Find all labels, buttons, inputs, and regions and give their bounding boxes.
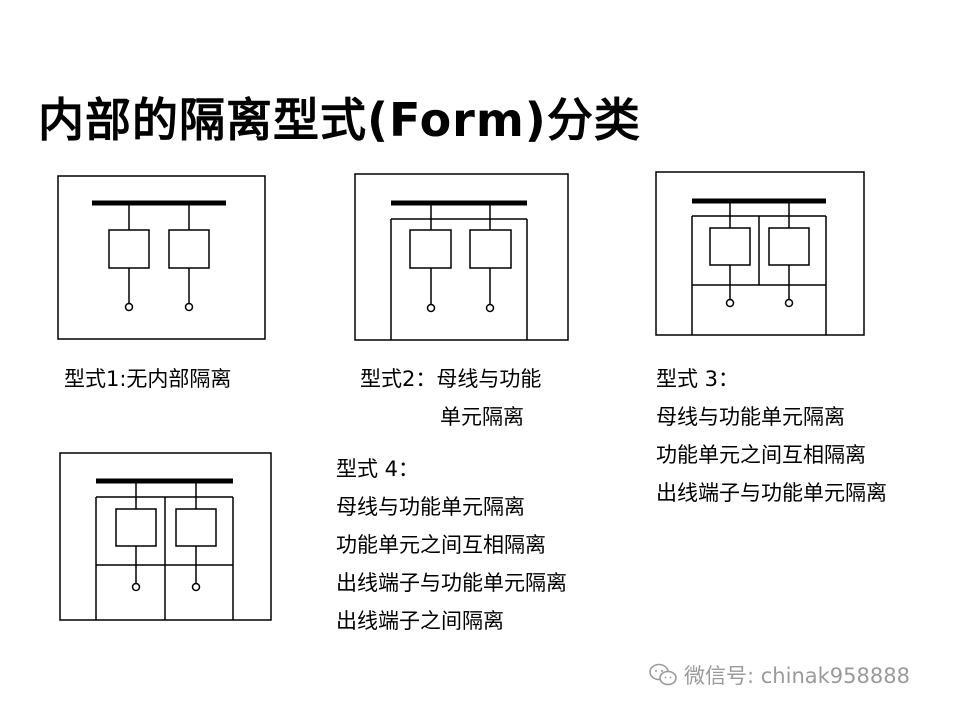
form4-line-4: 出线端子与功能单元隔离	[336, 571, 567, 595]
form4-line-5: 出线端子之间隔离	[336, 609, 504, 633]
form3-line-1: 型式 3：	[656, 367, 740, 391]
form3-diagram	[655, 171, 865, 336]
form4-line-2: 母线与功能单元隔离	[336, 495, 525, 519]
form4-diagram	[59, 452, 272, 621]
form1-line-1: 型式1:无内部隔离	[64, 367, 232, 391]
form3-line-4: 出线端子与功能单元隔离	[656, 481, 887, 505]
form1-label: 型式1:无内部隔离	[64, 360, 231, 398]
form1-diagram	[57, 175, 266, 340]
watermark: 微信号: chinak958888	[648, 660, 910, 690]
form2-line-2: 单元隔离	[440, 405, 524, 429]
watermark-text: 微信号: chinak958888	[684, 664, 910, 688]
page-title: 内部的隔离型式(Form)分类	[38, 93, 641, 147]
wechat-icon	[649, 663, 677, 686]
form4-line-1: 型式 4：	[336, 457, 420, 481]
form4-label: 型式 4： 母线与功能单元隔离 功能单元之间互相隔离 出线端子与功能单元隔离 出…	[336, 450, 567, 640]
form2-diagram	[354, 173, 569, 341]
form3-label: 型式 3： 母线与功能单元隔离 功能单元之间互相隔离 出线端子与功能单元隔离	[656, 360, 887, 512]
form2-label: 型式2：母线与功能 单元隔离	[360, 360, 541, 436]
form3-line-3: 功能单元之间互相隔离	[656, 443, 866, 467]
form2-line-1: 型式2：母线与功能	[360, 367, 542, 391]
form4-line-3: 功能单元之间互相隔离	[336, 533, 546, 557]
form3-line-2: 母线与功能单元隔离	[656, 405, 845, 429]
